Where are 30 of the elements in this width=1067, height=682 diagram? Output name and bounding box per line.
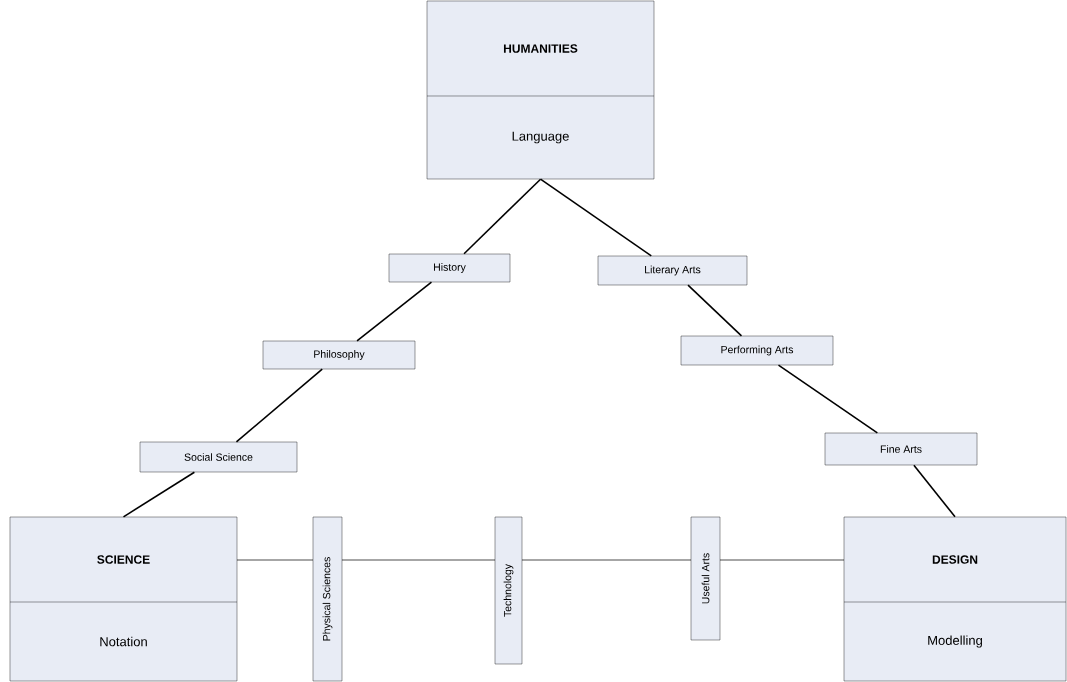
connector-line bbox=[356, 281, 433, 342]
heading: SCIENCE bbox=[97, 555, 150, 564]
connector-line bbox=[913, 464, 956, 518]
topic-box: History bbox=[388, 253, 511, 283]
topic-box: Literary Arts bbox=[597, 255, 748, 286]
category-box bbox=[9, 516, 238, 682]
heading: HUMANITIES bbox=[504, 44, 578, 53]
topic-box: Fine Arts bbox=[824, 432, 978, 466]
connector-line bbox=[236, 559, 314, 561]
connector-line bbox=[341, 559, 496, 561]
connector-line bbox=[463, 178, 542, 255]
connector-line bbox=[235, 368, 324, 443]
topic-box: Technology bbox=[494, 516, 523, 665]
connector-line bbox=[521, 559, 692, 561]
topic-box: Physical Sciences bbox=[312, 516, 343, 682]
connector-line bbox=[777, 364, 879, 434]
topic-box: Social Science bbox=[139, 441, 298, 473]
category-box bbox=[426, 0, 655, 180]
connector-line bbox=[122, 471, 196, 518]
heading: DESIGN bbox=[932, 555, 978, 564]
box-label: Modelling bbox=[928, 635, 982, 648]
connector-line bbox=[687, 284, 743, 337]
topic-box: Useful Arts bbox=[690, 516, 721, 641]
box-label: Language bbox=[512, 131, 569, 144]
topic-box: Philosophy bbox=[262, 340, 416, 370]
connector-line bbox=[539, 178, 653, 257]
box-label: Notation bbox=[100, 636, 147, 647]
connector-line bbox=[719, 559, 845, 561]
topic-box: Performing Arts bbox=[680, 335, 834, 366]
category-box bbox=[843, 516, 1067, 682]
